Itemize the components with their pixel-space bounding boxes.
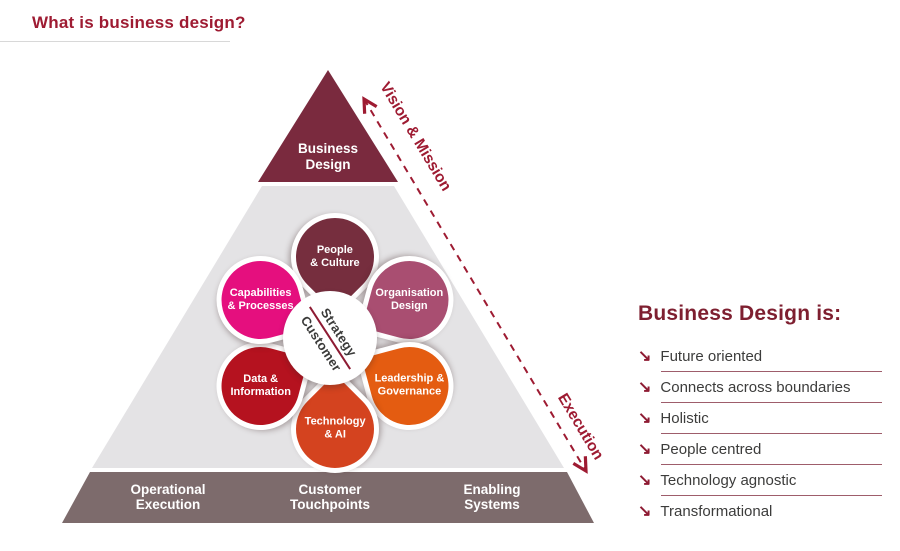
petal-label: Data & Information bbox=[230, 372, 291, 398]
list-item: ↘ Transformational bbox=[638, 496, 882, 526]
pyramid-base-bar: Operational Execution Customer Touchpoin… bbox=[62, 472, 594, 523]
business-design-panel: Business Design is: ↘ Future oriented ↘ … bbox=[638, 302, 882, 526]
arrow-bullet-icon: ↘ bbox=[638, 347, 652, 365]
list-divider bbox=[661, 433, 882, 434]
list-item: ↘ Future oriented bbox=[638, 341, 882, 371]
arrow-bullet-icon: ↘ bbox=[638, 378, 652, 396]
list-divider bbox=[661, 495, 882, 496]
list-item: ↘ People centred bbox=[638, 434, 882, 464]
flower-center-circle: Strategy Customer bbox=[283, 291, 377, 385]
list-item: ↘ Holistic bbox=[638, 403, 882, 433]
list-item-label: Transformational bbox=[660, 503, 773, 520]
axis-label-execution: Execution bbox=[554, 390, 607, 463]
arrow-bullet-icon: ↘ bbox=[638, 440, 652, 458]
arrow-bullet-icon: ↘ bbox=[638, 502, 652, 520]
panel-heading: Business Design is: bbox=[638, 302, 842, 325]
panel-list: ↘ Future oriented ↘ Connects across boun… bbox=[638, 341, 882, 526]
base-segment-enabling-systems: Enabling Systems bbox=[463, 481, 521, 513]
list-divider bbox=[661, 402, 882, 403]
arrow-bullet-icon: ↘ bbox=[638, 409, 652, 427]
petal-label: Leadership & Governance bbox=[374, 372, 445, 398]
petal-label: Organisation Design bbox=[375, 286, 444, 312]
capability-flower: People & Culture Organisation Design Lea… bbox=[190, 194, 470, 492]
petal-label: People & Culture bbox=[310, 243, 360, 269]
page-title: What is business design? bbox=[32, 13, 246, 32]
list-item-label: Holistic bbox=[660, 410, 709, 427]
flower-center-content: Strategy Customer bbox=[295, 297, 365, 379]
list-item-label: Technology agnostic bbox=[660, 472, 797, 489]
list-item: ↘ Technology agnostic bbox=[638, 465, 882, 495]
list-divider bbox=[661, 464, 882, 465]
list-item-label: Connects across boundaries bbox=[660, 379, 851, 396]
pyramid-apex-label: Business Design bbox=[297, 141, 359, 173]
list-item: ↘ Connects across boundaries bbox=[638, 372, 882, 402]
petal-label: Capabilities & Processes bbox=[227, 286, 294, 312]
petal-label: Technology & AI bbox=[304, 415, 366, 441]
base-segment-operational-execution: Operational Execution bbox=[130, 481, 206, 513]
list-divider bbox=[661, 371, 882, 372]
base-segment-customer-touchpoints: Customer Touchpoints bbox=[290, 481, 370, 513]
title-underline bbox=[0, 41, 230, 42]
list-item-label: People centred bbox=[660, 441, 762, 458]
arrow-bullet-icon: ↘ bbox=[638, 471, 652, 489]
list-item-label: Future oriented bbox=[660, 348, 763, 365]
